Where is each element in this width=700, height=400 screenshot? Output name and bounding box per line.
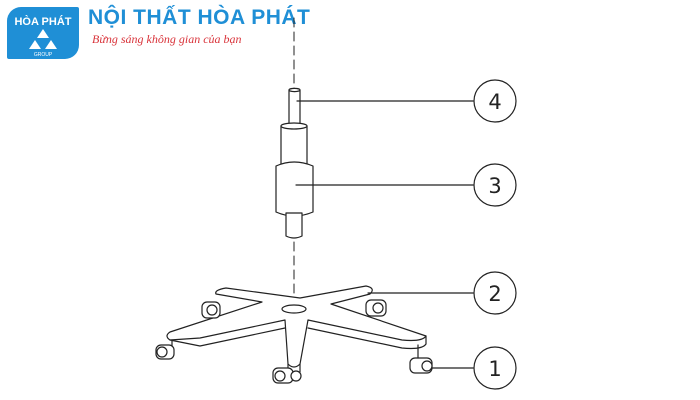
callout-number: 2 [488,282,501,306]
callout-number: 4 [488,90,501,114]
callout-2: 2 [473,271,517,315]
callout-3: 3 [473,163,517,207]
brand-name: NỘI THẤT HÒA PHÁT [88,6,311,29]
callout-number: 3 [488,174,501,198]
callout-number: 1 [488,357,501,381]
logo-subtext: GROUP [34,52,53,58]
caster-left [155,339,175,360]
caster-right [409,344,433,374]
caster-front [272,367,302,384]
logo: HÒA PHÁT GROUP [7,7,79,59]
caster-back-left [201,301,221,319]
brand-header: NỘI THẤT HÒA PHÁT Bừng sáng không gian c… [88,4,318,46]
star-base-part [166,285,427,376]
gas-cylinder-part [275,122,314,239]
caster-back-right [365,299,387,317]
brand-slogan: Bừng sáng không gian của bạn [92,32,242,46]
logo-emblem-icon: HÒA PHÁT GROUP [14,15,71,58]
callout-4: 4 [473,79,517,123]
caster-wheels-part [155,299,433,384]
callout-1: 1 [473,346,517,390]
piston-rod-part [288,87,301,125]
leader-lines [295,100,474,369]
logo-text: HÒA PHÁT [14,15,71,28]
